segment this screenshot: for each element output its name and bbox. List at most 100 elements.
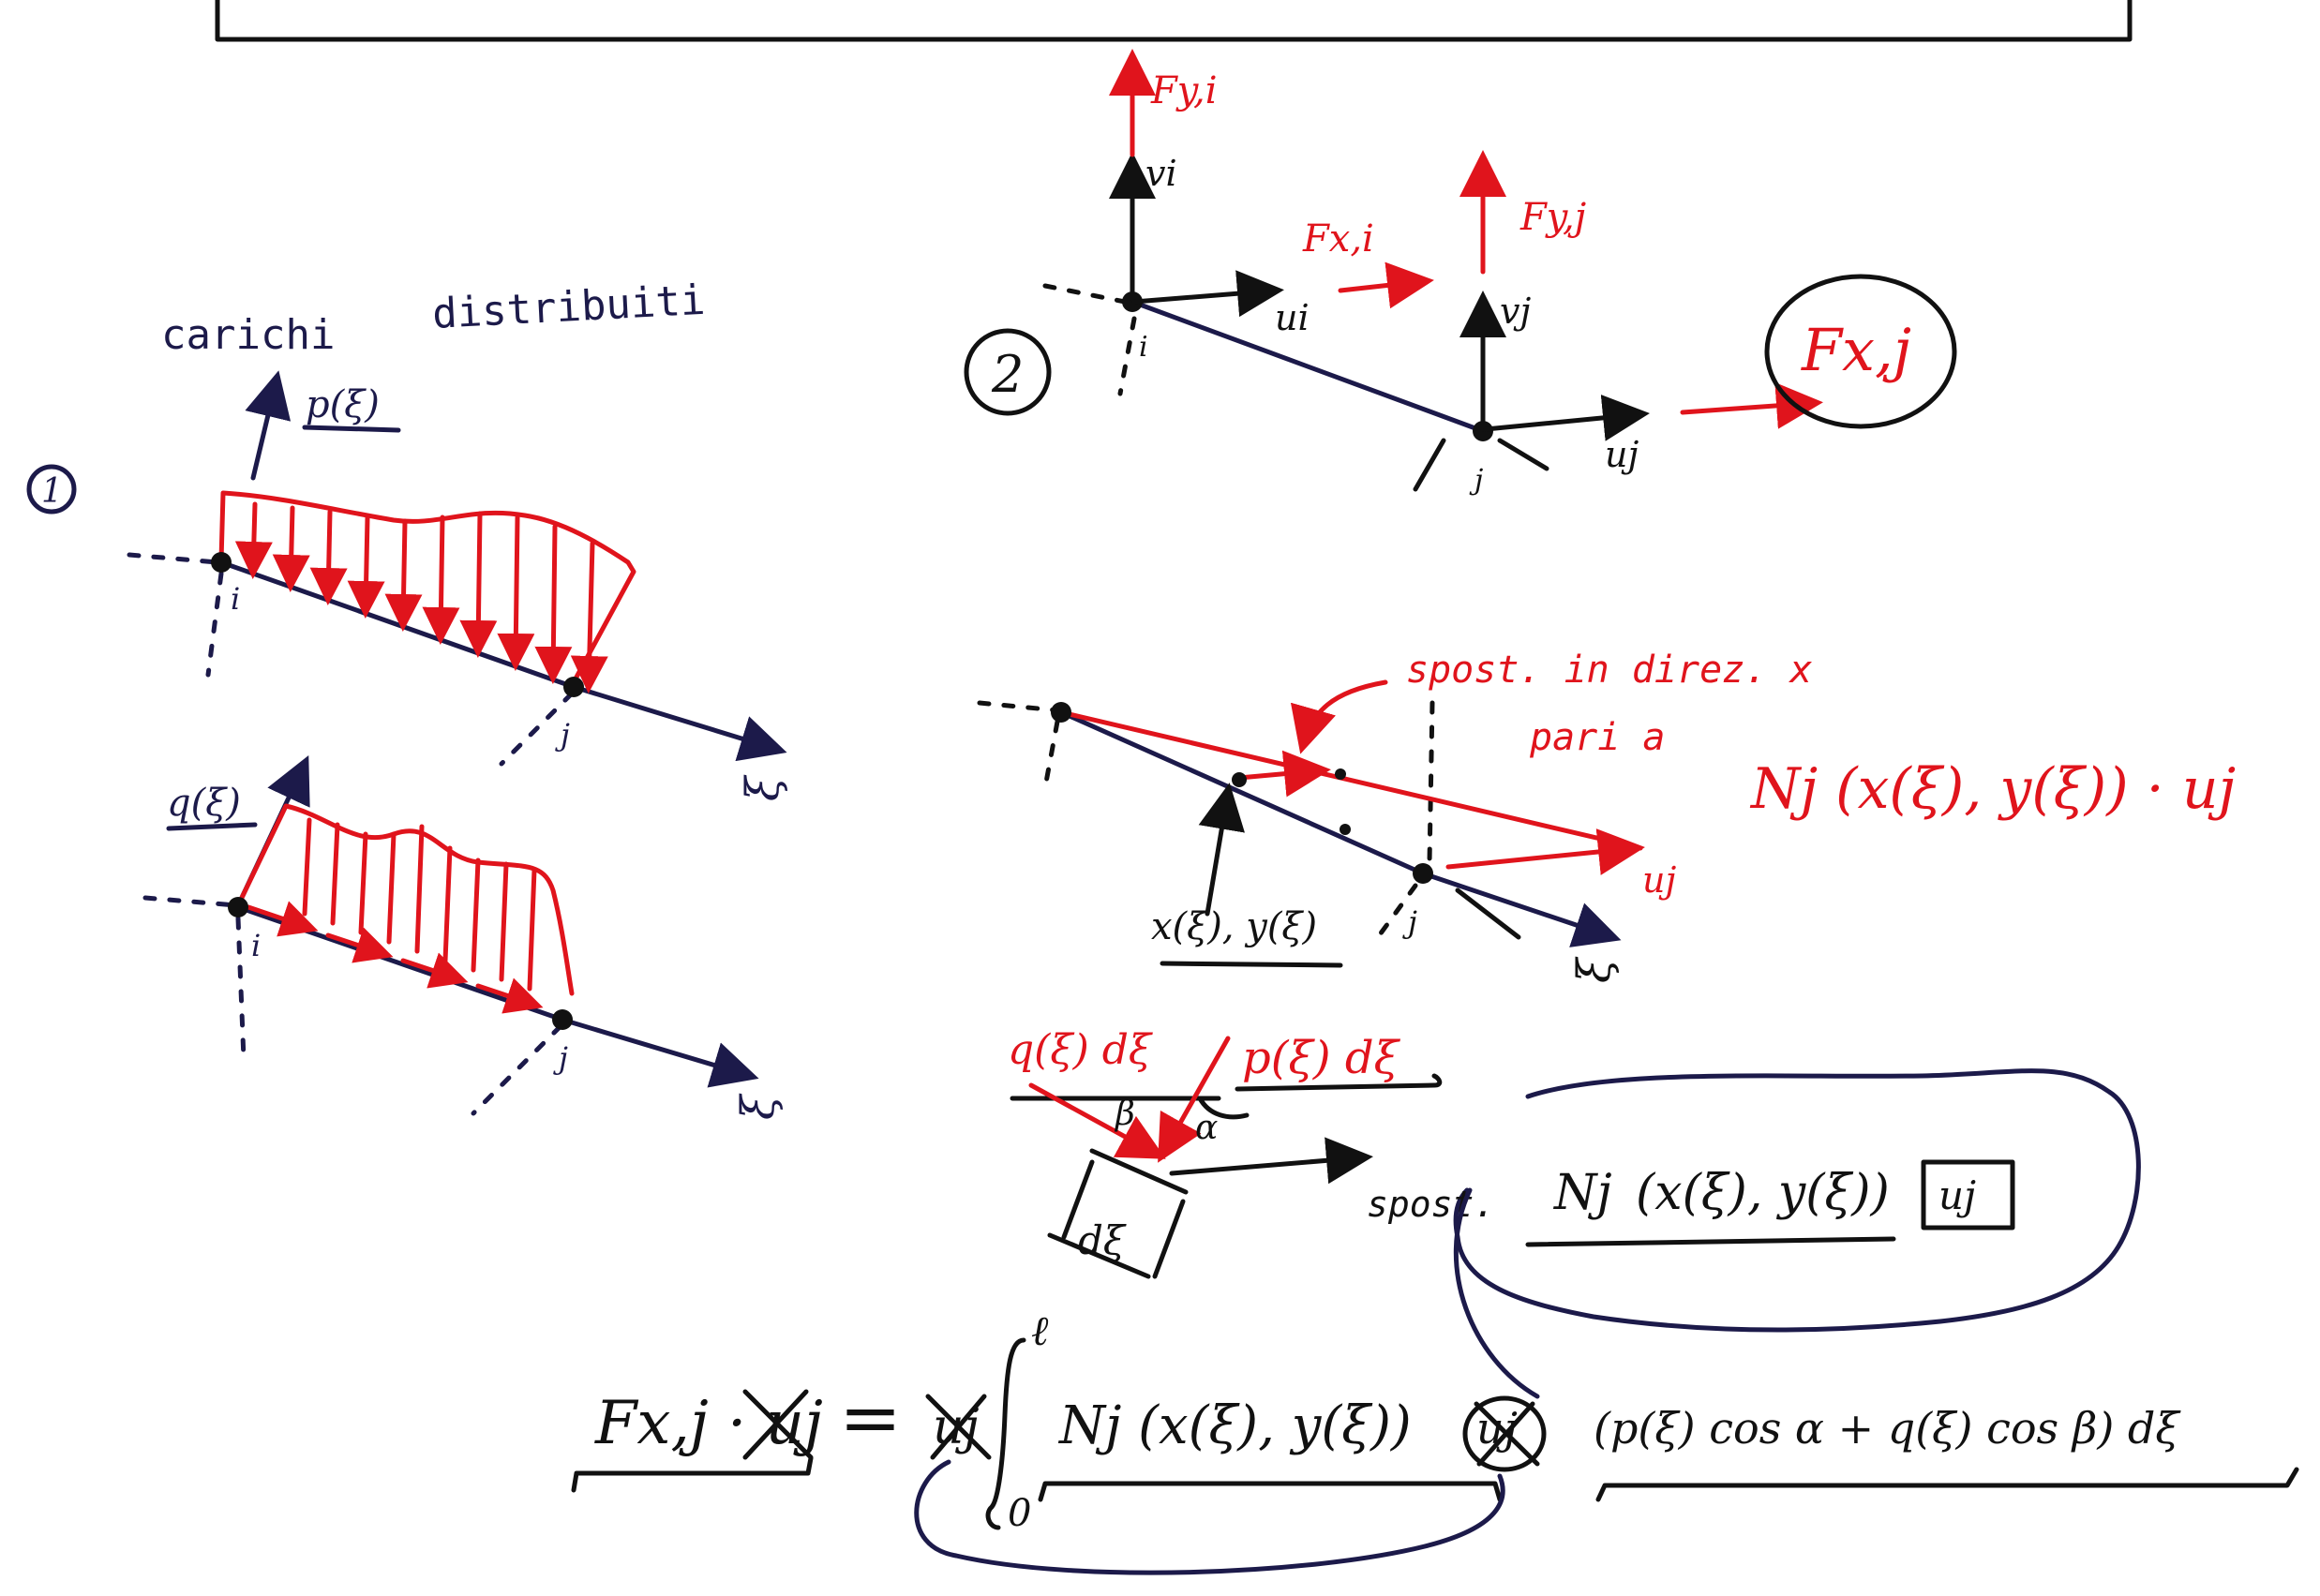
panel-2-label-i: i: [1139, 331, 1148, 364]
bubble-function: Nj: [1552, 1165, 1612, 1221]
element-p-underline: [1235, 1073, 1443, 1092]
beam-bottom-local-axis: [560, 1017, 759, 1088]
disp-deformed-line: [1058, 709, 1643, 851]
q-load-label: q(ξ): [167, 782, 241, 825]
q-load-underline: [166, 822, 258, 831]
equation-load-brace: [1595, 1467, 2299, 1502]
equation-cancel-2-circle: [1462, 1395, 1547, 1472]
beam-top-node-i: [211, 552, 232, 573]
q-load-hatch: [302, 817, 537, 992]
beam-top-axis-label: ξ: [737, 774, 789, 801]
dof-u-i-arrow: [1131, 270, 1284, 318]
equation-lhs: Fx,j · uj: [594, 1389, 823, 1458]
beam-bottom-axis-left: [142, 895, 239, 908]
element-resultant-arrow: [1169, 1137, 1373, 1185]
disp-annotation-formula: Nj (x(ξ), y(ξ)) · uj: [1749, 756, 2236, 822]
element-dim-line: [1047, 1232, 1151, 1279]
disp-point-arrow: [1236, 750, 1331, 798]
disp-node-j-label: j: [1402, 904, 1417, 940]
bubble-underline: [1525, 1236, 1896, 1247]
beam-top-member: [218, 559, 576, 690]
q-load-tangential-arrows: [246, 901, 544, 1014]
disp-member: [1058, 709, 1426, 876]
bubble-outline: [1453, 1068, 2141, 1333]
p-load-envelope: [218, 490, 636, 685]
bubble-argument: (x(ξ), y(ξ)): [1636, 1165, 1890, 1221]
force-fx-i-arrow: [1338, 261, 1434, 309]
equation: Fx,j · uj = uj ℓ 0 Nj (x(ξ), y(ξ)) uj (p…: [571, 1187, 2299, 1575]
beam-top-node-j: [563, 677, 584, 697]
bubble: spost. Nj (x(ξ), y(ξ)) uj: [1367, 1068, 2141, 1333]
panel-2-axis-i-down: [1117, 316, 1137, 396]
equation-lhs-brace: [571, 1455, 814, 1493]
element-q-label: q(ξ) dξ: [1008, 1026, 1154, 1074]
panel-1-number-circle: [26, 464, 77, 515]
panel-2-number-circle: [964, 328, 1052, 416]
equation-equals: =: [839, 1374, 902, 1461]
disp-u-j: uj: [1642, 859, 1676, 901]
disp-point-underline: [1160, 961, 1343, 968]
dof-v-j: vj: [1500, 291, 1531, 332]
element-q-arrow: [1028, 1082, 1166, 1159]
dof-u-j: uj: [1605, 434, 1639, 475]
p-load-label: p(ξ): [306, 383, 380, 426]
disp-point-label: x(ξ), y(ξ): [1151, 905, 1317, 948]
equation-link-curve: [914, 1459, 1505, 1575]
element-p-arrow: [1158, 1036, 1231, 1163]
equation-lower: 0: [1008, 1492, 1031, 1535]
beam-bottom-axis-label: ξ: [732, 1093, 785, 1120]
bubble-box: [1921, 1159, 2015, 1231]
element-dim-left: [1061, 1159, 1095, 1240]
disp-point: [1232, 772, 1247, 787]
top-frame: [215, 0, 2133, 42]
panel-2-label-j: j: [1469, 464, 1483, 497]
panel-1: carichi distribuiti 1 p(ξ): [26, 276, 789, 1120]
element-alpha-arc: [1197, 1096, 1250, 1120]
beam-bottom-member: [235, 904, 565, 1022]
disp-node-i: [1051, 702, 1071, 723]
element-beta: β: [1114, 1095, 1135, 1133]
equation-cancel-2-x: [1474, 1401, 1540, 1467]
panel-1-number: 1: [41, 472, 63, 511]
beam-bottom-label-j: j: [553, 1040, 568, 1076]
disp-axis-label: ξ: [1568, 956, 1621, 983]
panel-2: 2 i j vi ui Fy,i Fx,i vj Fy,j uj Fx,j: [964, 49, 1957, 497]
beam-top: p(ξ) i j ξ: [127, 370, 789, 801]
equation-lhs-cancel: [742, 1389, 814, 1460]
beam-bottom-node-j: [552, 1009, 573, 1030]
disp-marker-1: [1335, 768, 1346, 780]
panel-2-axis-i-left: [1042, 283, 1128, 305]
disp-annotation-line-1: spost. in direz. x: [1406, 649, 1812, 692]
force-fx-i: Fx,i: [1302, 217, 1374, 261]
equation-shape-brace: [1038, 1481, 1503, 1502]
p-load-axis-arrow: [245, 370, 292, 481]
beam-top-axis-left: [127, 552, 220, 565]
disp-annotation-line-2: pari a: [1529, 716, 1666, 759]
dof-v-i: vi: [1145, 153, 1177, 194]
disp-node-j: [1413, 863, 1433, 884]
beam-top-axis-down: [205, 571, 224, 678]
panel-2-dash-j-1: [1413, 438, 1446, 492]
beam-top-label-i: i: [231, 581, 240, 617]
panel-2-dash-j-2: [1497, 438, 1549, 471]
beam-bottom-axis-down: [235, 916, 247, 1062]
panel-2-number: 2: [991, 345, 1024, 404]
beam-top-label-j: j: [555, 717, 570, 753]
disp-dash-vertical: [1427, 700, 1435, 865]
displacement-sketch: uj x(ξ), y(ξ) j ξ spost. in direz. x par…: [977, 649, 2236, 983]
bubble-link-curve: [1453, 1187, 1540, 1399]
equation-load-term: (p(ξ) cos α + q(ξ) cos β) dξ: [1594, 1403, 2181, 1454]
beam-top-dash-j: [499, 691, 575, 767]
disp-local-axis: [1420, 871, 1622, 947]
p-load-underline: [302, 425, 401, 433]
bubble-boxed: uj: [1938, 1172, 1976, 1218]
panel-1-heading-2: distribuiti: [431, 276, 707, 338]
disp-u-j-arrow: [1445, 828, 1645, 875]
bubble-prefix: spost.: [1367, 1184, 1495, 1225]
dof-u-j-arrow: [1483, 394, 1650, 441]
beam-bottom-node-i: [228, 897, 248, 917]
disp-marker-2: [1340, 824, 1351, 835]
force-fx-j: Fx,j: [1801, 316, 1911, 384]
disp-annotation-arrow: [1290, 679, 1388, 754]
panel-2-member: [1130, 299, 1486, 434]
